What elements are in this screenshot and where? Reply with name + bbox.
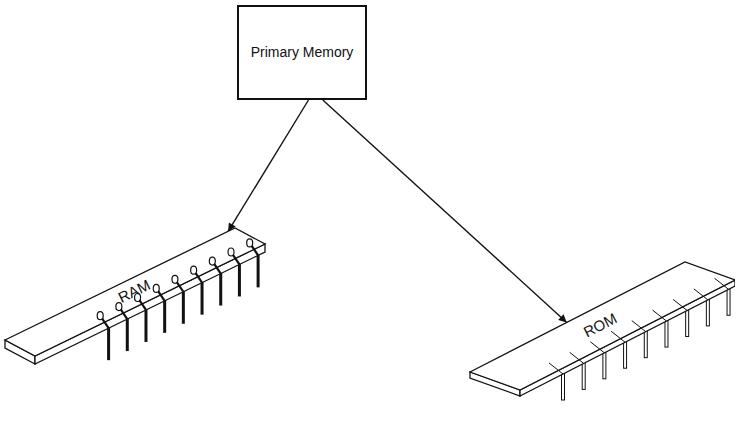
chip-pin (706, 298, 709, 326)
ram-chip: RAM (0, 220, 280, 420)
pin-lead (570, 352, 584, 363)
chip-top (470, 262, 735, 390)
chip-pin (126, 317, 129, 351)
chip-pin (686, 308, 689, 336)
chip-side (35, 244, 265, 364)
pin-bump (97, 312, 103, 320)
pin-lead (694, 289, 708, 300)
chip-pin (201, 281, 204, 315)
pin-lead (632, 321, 646, 332)
chip-pin (163, 299, 166, 333)
chip-pin (107, 326, 110, 360)
chip-pin (562, 372, 565, 400)
pin-bump (172, 275, 178, 283)
memory-box: Primary Memory (237, 5, 367, 100)
chip-outline (460, 250, 735, 425)
pin-bump (209, 257, 215, 265)
pin-bump (228, 248, 234, 256)
pin-bump (153, 284, 159, 292)
pin-bump (247, 239, 253, 247)
pin-lead (611, 331, 625, 342)
pin-lead (590, 342, 604, 353)
pin-lead (673, 299, 687, 310)
arrow-connector (228, 100, 308, 231)
pin-lead (652, 310, 666, 321)
pin-lead (549, 363, 563, 374)
chip-pin (219, 272, 222, 306)
chip-pin (624, 340, 627, 368)
chip-pin (182, 290, 185, 324)
arrow-connector (323, 100, 567, 323)
chip-pin (238, 262, 241, 296)
chip-pin (257, 253, 260, 287)
chip-top (5, 228, 265, 356)
pin-lead (715, 278, 729, 289)
chip-pin (144, 308, 147, 342)
chip-pin (665, 319, 668, 347)
chip-pin (727, 287, 730, 315)
chip-pin (582, 361, 585, 389)
pin-bump (191, 266, 197, 274)
box-label: Primary Memory (245, 44, 360, 61)
rom-chip: ROM (460, 250, 735, 425)
chip-pin (603, 351, 606, 379)
chip-pin (644, 330, 647, 358)
chip-outline (0, 220, 280, 420)
